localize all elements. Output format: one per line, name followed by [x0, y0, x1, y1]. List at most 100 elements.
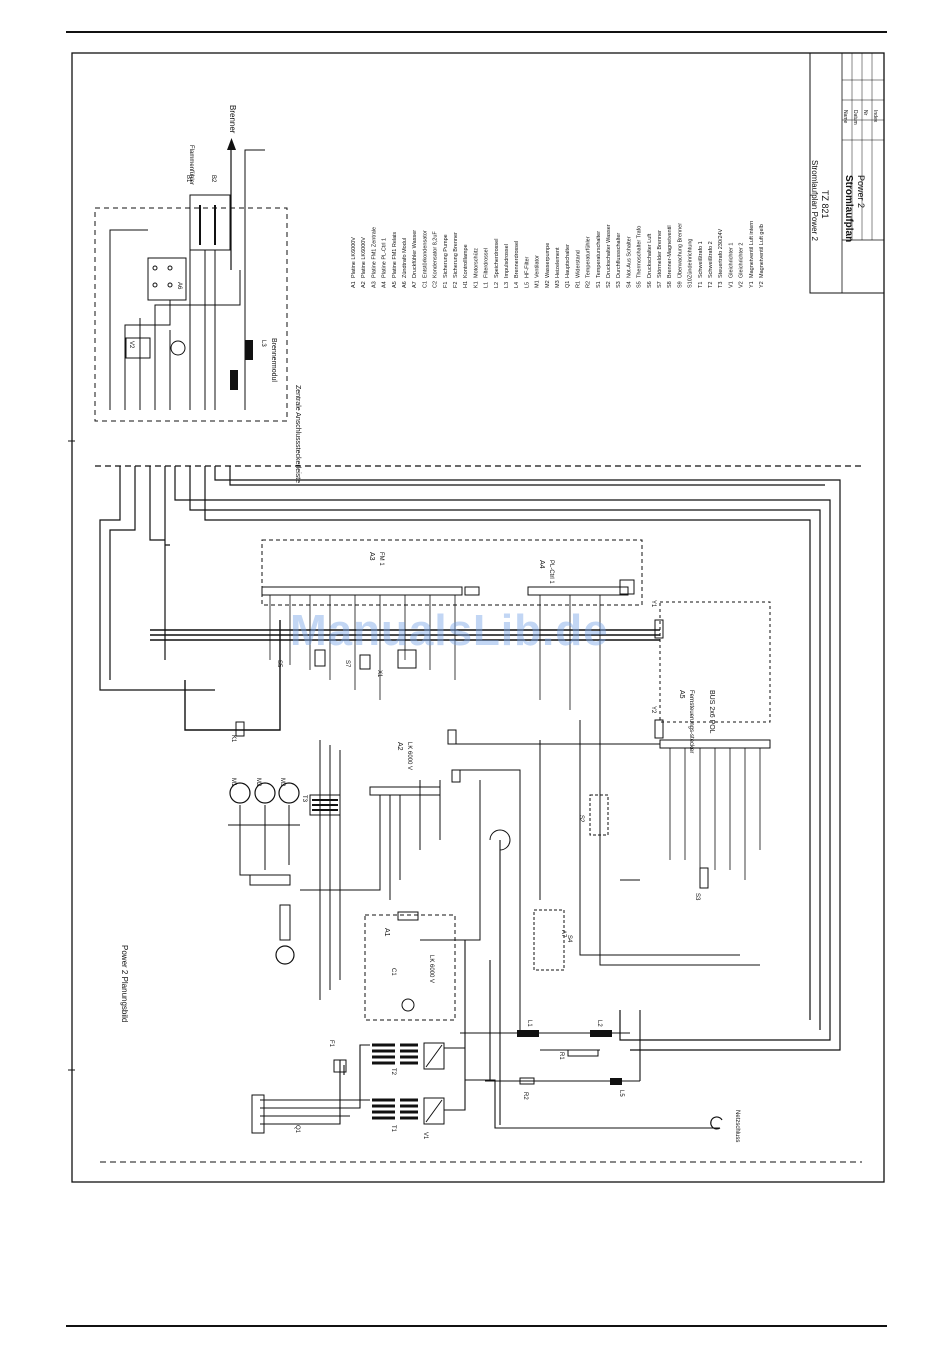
legend-code: S6 — [647, 281, 653, 288]
legend-text: Brenner-Magnetventil — [667, 225, 673, 278]
legend-text: Druckschalter Wasser — [606, 224, 612, 278]
svg-text:Netzschluss: Netzschluss — [734, 1110, 740, 1142]
legend-code: A4 — [382, 281, 388, 288]
motor-m3: M3 — [278, 778, 300, 804]
svg-text:V1: V1 — [422, 1132, 428, 1140]
legend-code: T3 — [718, 282, 724, 288]
left-caption: Power 2 Planungsbild — [120, 945, 129, 1022]
svg-text:A7: A7 — [560, 930, 566, 938]
legend-code: T2 — [708, 282, 714, 288]
legend-text: Motorschütz — [473, 248, 479, 278]
svg-text:L1: L1 — [526, 1020, 532, 1027]
legend-code: A5 — [392, 281, 398, 288]
switch-s3: S3 — [694, 867, 709, 901]
legend-text: Sicherung Brenner — [453, 232, 459, 278]
svg-text:Y2: Y2 — [650, 706, 656, 714]
legend-code: F1 — [443, 282, 449, 288]
switch-s7: S7 — [344, 654, 371, 670]
legend-code: Y2 — [759, 281, 765, 288]
choke-l2: L2 — [590, 1020, 612, 1037]
coil-y2: Y2 — [650, 706, 664, 739]
terminal-x1: X1 — [376, 649, 417, 678]
board-a1: A1 LK 6000 V C1 — [364, 911, 456, 1021]
legend-text: Schweißtrafo 2 — [708, 241, 714, 278]
legend-code: S5 — [637, 281, 643, 288]
legend-text: Heizelement — [555, 247, 561, 278]
burner-arrow-icon — [227, 138, 236, 150]
svg-text:A6: A6 — [176, 282, 182, 290]
legend-code: H1 — [463, 281, 469, 288]
legend-code: M3 — [555, 280, 561, 288]
resistor-r1: R1 — [558, 1049, 599, 1060]
interface-note: Zentrale Anschlusssteckerleiste — [294, 385, 301, 483]
legend-text: Magnetventil Luft intern — [749, 221, 755, 278]
legend-text: Druckschalter Luft — [647, 233, 653, 278]
rectifier-v1: V1 — [422, 1097, 445, 1140]
transformer-t1: T1 — [372, 1098, 418, 1133]
svg-text:K1: K1 — [230, 735, 236, 743]
svg-text:R2: R2 — [522, 1092, 528, 1100]
title-col-2: Nr — [862, 110, 868, 116]
svg-text:M2: M2 — [255, 778, 261, 787]
title-col-3: Index — [872, 110, 878, 123]
legend-code: F2 — [453, 282, 459, 288]
legend-code: K1 — [473, 281, 479, 288]
legend-text: Thermoschalter Trafo — [637, 226, 643, 278]
rectifier-v2 — [423, 1042, 445, 1070]
switch-s5: S5 — [276, 649, 326, 668]
legend-code: L1 — [484, 282, 490, 288]
legend-code: S8 — [667, 281, 673, 288]
bottom-rule — [66, 1325, 887, 1327]
legend-code: C2 — [433, 281, 439, 288]
svg-text:Fernsteuerungs-stecker: Fernsteuerungs-stecker — [688, 690, 694, 753]
legend-code: Y1 — [749, 281, 755, 288]
a5-wires — [669, 748, 761, 880]
svg-text:S2: S2 — [578, 815, 584, 823]
legend-code: R2 — [586, 281, 592, 288]
l3-coil: L3 — [230, 340, 266, 390]
svg-text:R1: R1 — [558, 1052, 564, 1060]
legend-text: Widerstand — [575, 250, 581, 278]
svg-text:L5: L5 — [618, 1090, 624, 1097]
title-drawing: Stromlaufplan — [843, 175, 854, 242]
legend-text: Platine PL-Ctrl 1 — [382, 238, 388, 278]
title-model: TZ 821 — [820, 190, 830, 219]
legend-code: S2 — [606, 281, 612, 288]
legend-code: C1 — [422, 281, 428, 288]
legend-code: L2 — [494, 282, 500, 288]
legend-code: A1 — [351, 281, 357, 288]
main-wiring-a — [99, 466, 841, 1051]
legend-text: Platine FM1 Relais — [392, 232, 398, 278]
power-wires — [260, 940, 720, 1129]
motor-m2: M2 — [254, 778, 276, 804]
legend-text: Platine LK6000V — [361, 237, 367, 278]
svg-text:C1: C1 — [390, 968, 396, 976]
legend-text: Sicherung Pumpe — [443, 234, 449, 278]
legend-text: HF-Filter — [524, 256, 530, 278]
sheet-frame — [71, 52, 885, 1183]
legend-text: Platine FM1 Zentrale — [371, 227, 377, 278]
pressure-a7: A7 — [447, 729, 566, 938]
legend-code: A3 — [371, 281, 377, 288]
legend-code: L3 — [504, 282, 510, 288]
title-heading: Stromlaufplan Power 2 — [810, 160, 819, 241]
fuse-f1: F1 — [328, 1040, 347, 1073]
svg-text:LK 6000 V: LK 6000 V — [406, 742, 412, 770]
legend-text: Gleichrichter 1 — [728, 243, 734, 278]
svg-text:S3: S3 — [694, 893, 700, 901]
a6-module: A6 — [147, 257, 187, 301]
legend-code: S4 — [626, 281, 632, 288]
legend-code: S10 — [688, 278, 694, 288]
legend-code: L5 — [524, 282, 530, 288]
legend-code: V2 — [739, 281, 745, 288]
coil-y1: Y1 — [650, 600, 664, 639]
svg-text:Q1: Q1 — [294, 1125, 300, 1134]
svg-text:Y1: Y1 — [650, 600, 656, 608]
svg-text:A5: A5 — [678, 690, 685, 699]
legend-text: Not-Aus Schalter — [626, 236, 632, 278]
board-a5: A5 Fernsteuerungs-stecker BUS 2x6 POL — [659, 601, 771, 753]
main-switch-q1: Q1 — [251, 1094, 300, 1134]
svg-text:M1: M1 — [230, 778, 236, 787]
